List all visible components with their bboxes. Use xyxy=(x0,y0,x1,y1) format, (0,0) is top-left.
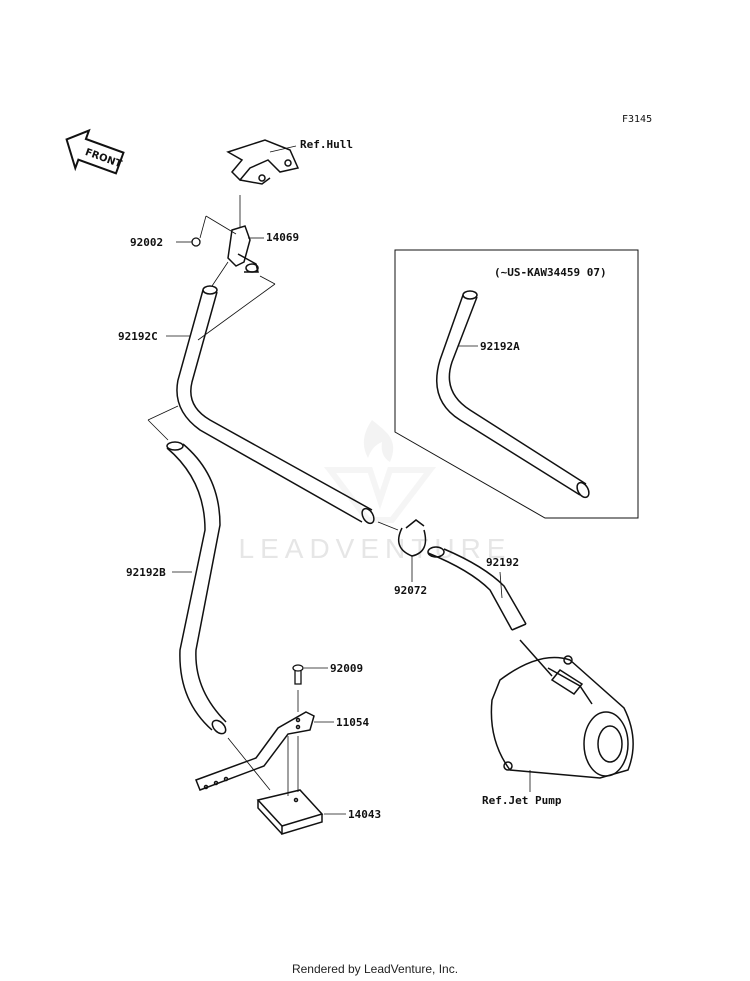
label-92072: 92072 xyxy=(394,584,427,597)
watermark-text: LEADVENTURE xyxy=(239,533,512,564)
label-serial-note: (~US-KAW34459 07) xyxy=(494,266,607,279)
part-11054-bracket xyxy=(195,711,315,791)
part-92192B-hose xyxy=(166,441,227,735)
part-92192A-hose xyxy=(436,290,590,499)
variant-box xyxy=(394,249,639,519)
part-92192-hose xyxy=(427,546,527,631)
label-92009: 92009 xyxy=(330,662,363,675)
part-92002-screw xyxy=(191,237,201,247)
label-14069: 14069 xyxy=(266,231,299,244)
watermark-logo xyxy=(323,420,437,523)
label-ref-jet-pump: Ref.Jet Pump xyxy=(482,794,562,807)
part-14069-connector xyxy=(227,225,259,273)
part-14043-pad xyxy=(256,789,324,836)
label-92192A: 92192A xyxy=(480,340,520,353)
label-92192: 92192 xyxy=(486,556,519,569)
figure-code: F3145 xyxy=(622,114,652,125)
footer-credit: Rendered by LeadVenture, Inc. xyxy=(291,962,459,976)
label-92192C: 92192C xyxy=(118,330,158,343)
part-92192C-hose xyxy=(176,285,375,525)
label-14043: 14043 xyxy=(348,808,381,821)
jet-pump xyxy=(490,639,634,779)
part-92009-screw xyxy=(292,664,304,685)
label-ref-hull: Ref.Hull xyxy=(300,138,353,151)
front-arrow-icon: FRONT xyxy=(65,128,125,175)
label-92002: 92002 xyxy=(130,236,163,249)
label-92192B: 92192B xyxy=(126,566,166,579)
label-11054: 11054 xyxy=(336,716,369,729)
hull-bracket xyxy=(226,139,300,185)
